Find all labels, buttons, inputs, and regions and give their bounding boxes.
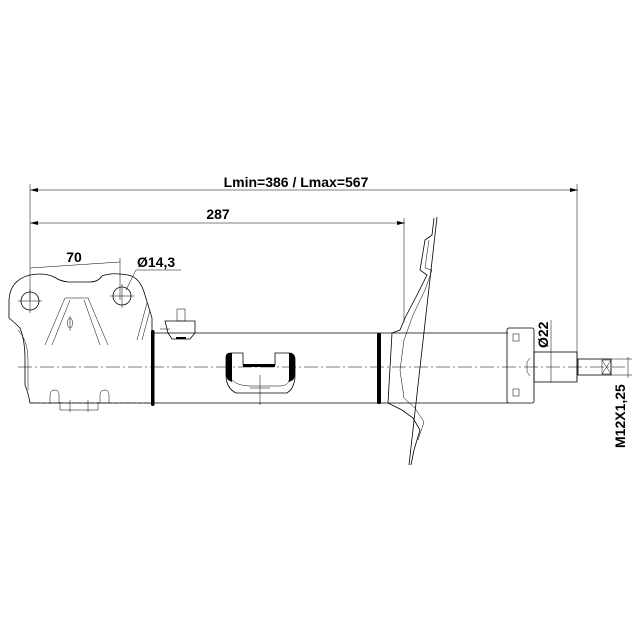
- hole-spacing-label: 70: [66, 249, 82, 265]
- piston-rod: Ø22 M12X1,25: [533, 320, 632, 448]
- hole-diameter-callout: Ø14,3: [125, 254, 181, 291]
- body-tube: [151, 308, 508, 406]
- bracket-clip: [225, 352, 296, 405]
- hole-spacing-dimension: 70: [29, 249, 121, 300]
- mount-to-seat-dimension: 287: [30, 206, 405, 322]
- thread-label: M12X1,25: [612, 384, 628, 448]
- mount-to-seat-label: 287: [206, 206, 230, 222]
- overall-length-dimension: Lmin=386 / Lmax=567: [29, 174, 578, 380]
- top-cap: [506, 327, 535, 404]
- mount-bracket: [8, 273, 153, 412]
- overall-length-label: Lmin=386 / Lmax=567: [224, 174, 369, 190]
- sensor-clip: [160, 308, 196, 340]
- rod-diameter-label: Ø22: [535, 321, 551, 348]
- spring-seat: [387, 216, 438, 466]
- hole-diameter-label: Ø14,3: [137, 254, 175, 270]
